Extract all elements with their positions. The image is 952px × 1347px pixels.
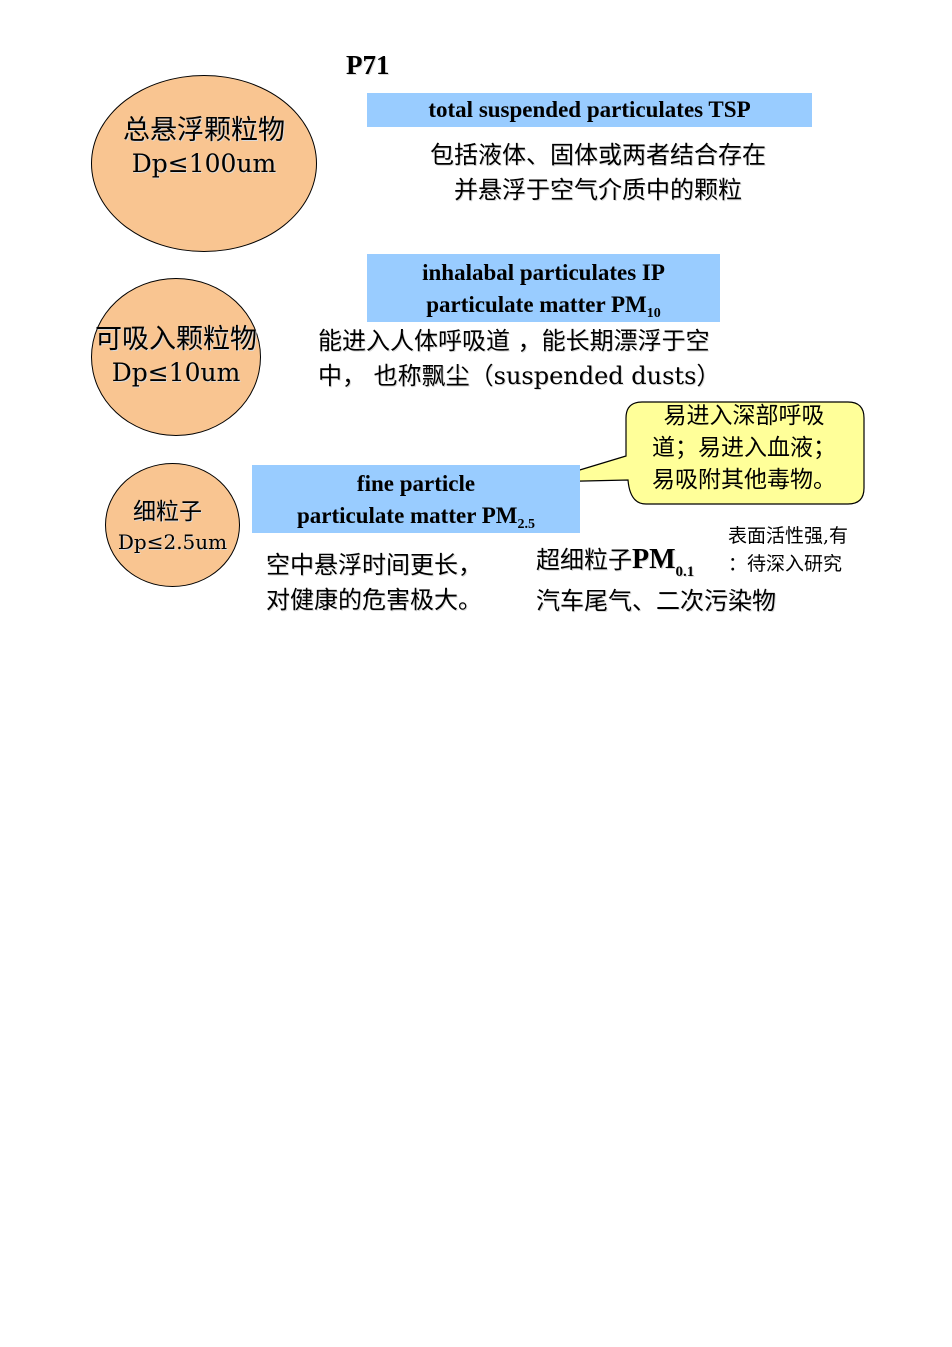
tsp-circle-size: Dp≤100um xyxy=(131,149,277,179)
ultrafine-title: 超细粒子PM0.1 xyxy=(536,540,694,584)
fine-circle-size: Dp≤2.5um xyxy=(117,530,228,555)
ip-circle-name: 可吸入颗粒物 xyxy=(95,324,257,355)
ip-label-line2: particulate matter PM10 xyxy=(367,289,720,321)
ip-label-pm: particulate matter PM xyxy=(426,292,647,317)
ip-circle-text: 可吸入颗粒物 Dp≤10um xyxy=(82,322,270,390)
ultrafine-note-line2: ：待深入研究 xyxy=(728,553,843,575)
ip-circle-size: Dp≤10um xyxy=(111,358,241,388)
ultrafine-source: 汽车尾气、二次污染物 xyxy=(536,587,776,615)
ultrafine-note: 表面活性强,有 ：待深入研究 xyxy=(728,522,848,578)
fine-circle-name: 细粒子 xyxy=(133,499,202,525)
fine-description: 空中悬浮时间更长， 对健康的危害极大。 xyxy=(266,548,482,618)
fine-desc-line1: 空中悬浮时间更长， xyxy=(266,551,482,579)
callout-text: 易进入深部呼吸 道；易进入血液； 易吸附其他毒物。 xyxy=(628,400,860,496)
callout-line1: 易进入深部呼吸 xyxy=(663,403,825,429)
ip-label-pm-sub: 10 xyxy=(646,306,661,321)
fine-label: fine particle particulate matter PM2.5 xyxy=(252,465,580,533)
ip-desc-line1: 能进入人体呼吸道 ，能长期漂浮于空 xyxy=(318,327,710,355)
page-heading: P71 xyxy=(346,50,390,80)
fine-label-line1: fine particle xyxy=(356,471,476,496)
fine-circle xyxy=(105,463,240,587)
tsp-label-text: total suspended particulates TSP xyxy=(428,97,751,122)
tsp-circle-name: 总悬浮颗粒物 xyxy=(123,115,285,146)
fine-circle-text: 细粒子 Dp≤2.5um xyxy=(100,496,245,556)
fine-desc-line2: 对健康的危害极大。 xyxy=(266,585,482,614)
ip-label: inhalabal particulates IP particulate ma… xyxy=(367,254,720,322)
ultrafine-label: 超细粒子 xyxy=(536,546,632,574)
tsp-circle-text: 总悬浮颗粒物 Dp≤100um xyxy=(91,113,317,181)
fine-label-pm-sub: 2.5 xyxy=(517,517,536,532)
callout-bubble xyxy=(539,401,865,505)
ultrafine-pm: PM xyxy=(632,544,676,575)
tsp-description: 包括液体、固体或两者结合存在 并悬浮于空气介质中的颗粒 xyxy=(398,138,798,208)
tsp-desc-line1: 包括液体、固体或两者结合存在 xyxy=(430,141,766,169)
ip-description: 能进入人体呼吸道 ，能长期漂浮于空 中， 也称飘尘（suspended dust… xyxy=(318,324,720,394)
tsp-circle xyxy=(91,75,317,252)
ultrafine-note-line1: 表面活性强,有 xyxy=(728,525,849,547)
ip-label-line1: inhalabal particulates IP xyxy=(422,260,665,285)
fine-label-pm: particulate matter PM xyxy=(296,503,518,528)
tsp-desc-line2: 并悬浮于空气介质中的颗粒 xyxy=(454,175,742,204)
ultrafine-pm-sub: 0.1 xyxy=(675,564,695,580)
ip-circle xyxy=(91,278,261,436)
ip-desc-line2: 中， 也称飘尘（suspended dusts） xyxy=(318,361,721,390)
fine-label-line2: particulate matter PM2.5 xyxy=(252,500,580,532)
callout-line3: 易吸附其他毒物。 xyxy=(652,467,836,493)
callout-line2: 道；易进入血液； xyxy=(652,435,836,461)
tsp-label: total suspended particulates TSP xyxy=(367,93,812,127)
